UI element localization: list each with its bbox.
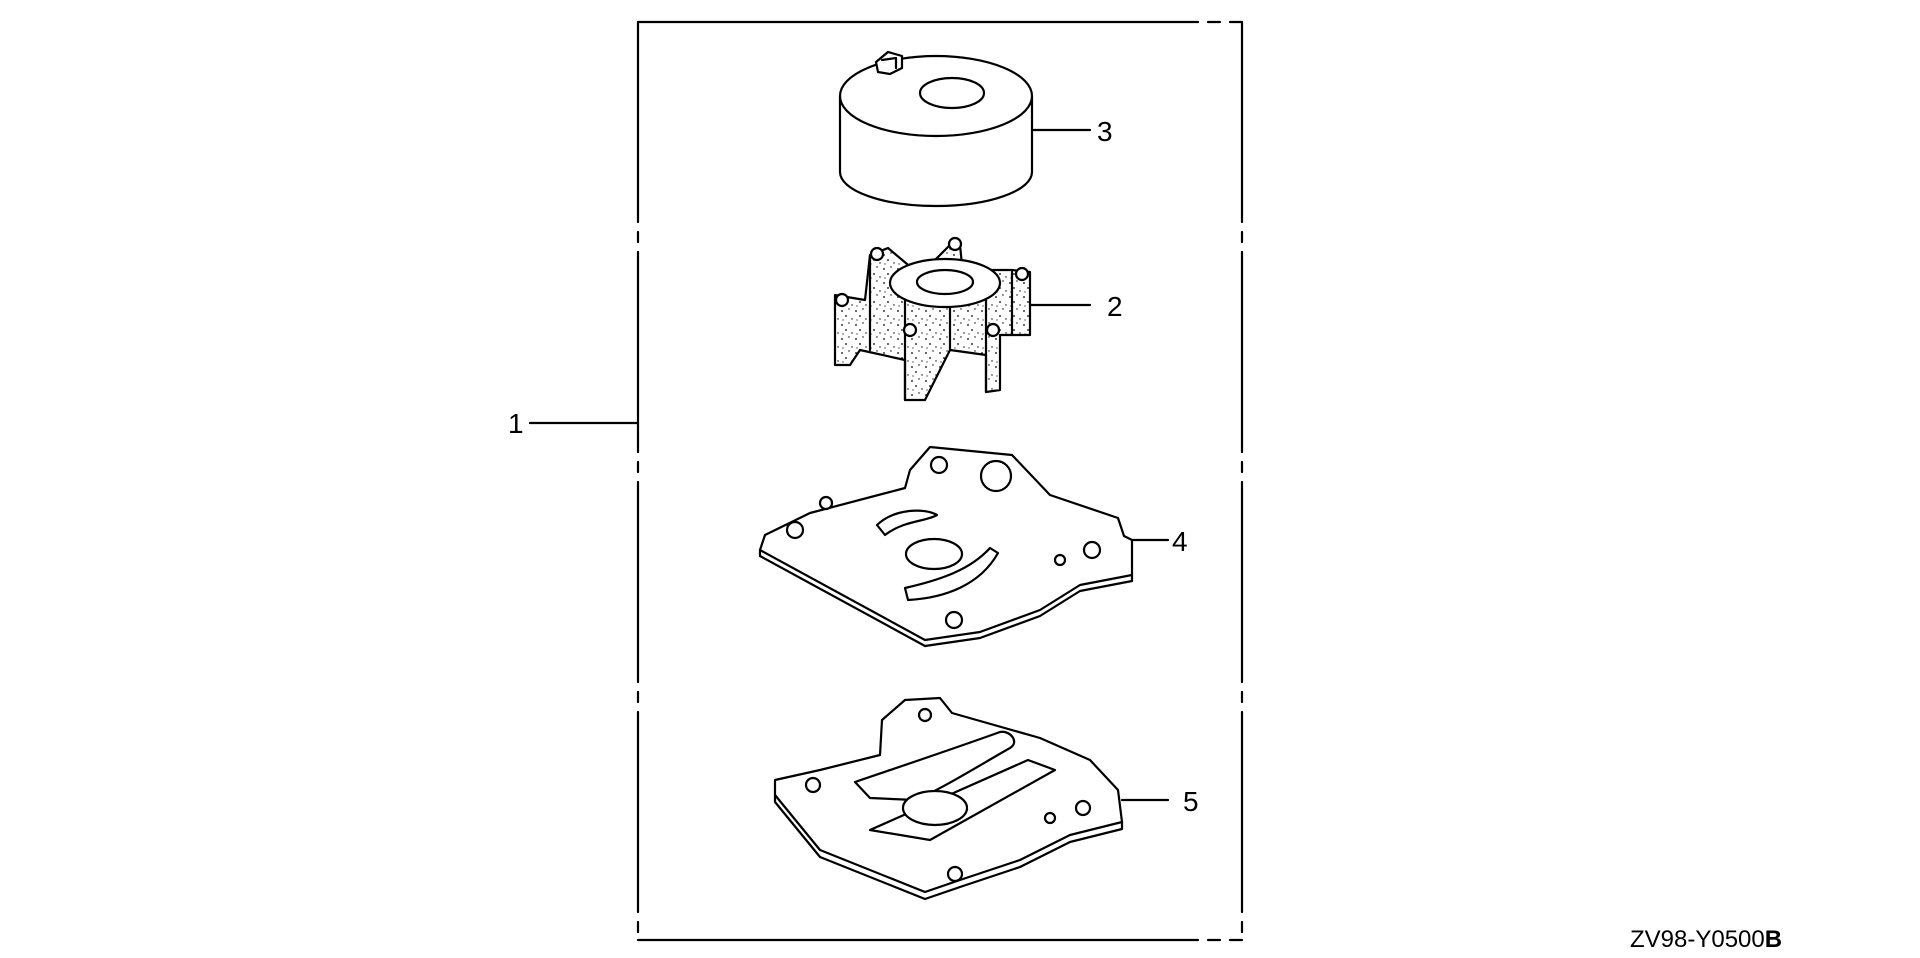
callout-kit: 1: [508, 408, 524, 439]
drawing-code: ZV98-Y0500B: [1630, 928, 1782, 952]
drawing-code-main: ZV98-Y0500: [1630, 926, 1765, 953]
wear-plate: [758, 445, 1134, 648]
pump-housing: [838, 50, 1034, 208]
gasket: [773, 696, 1124, 901]
kit-bracket-frame: [636, 20, 1244, 942]
callout-gasket: 5: [1183, 786, 1199, 817]
callout-impeller: 2: [1107, 291, 1123, 322]
impeller: [833, 236, 1032, 402]
callout-housing: 3: [1097, 116, 1113, 147]
drawing-code-suffix: B: [1764, 926, 1783, 953]
callout-plate: 4: [1172, 526, 1188, 557]
